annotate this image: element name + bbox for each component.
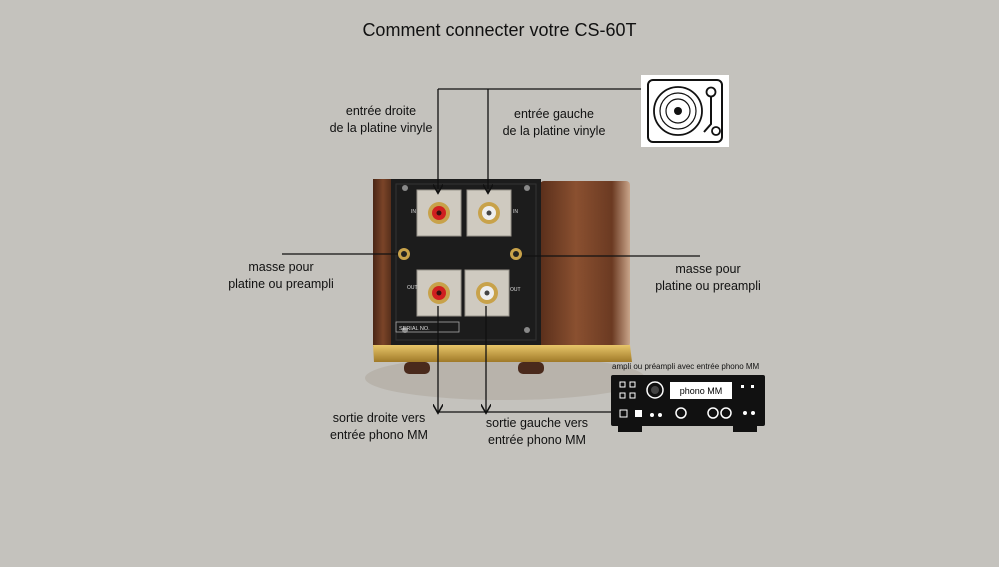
screw: [402, 327, 408, 333]
screw: [524, 327, 530, 333]
device-shadow: [365, 356, 645, 400]
label-input-left: entrée gauche de la platine vinyle: [502, 107, 606, 138]
wood-side-left: [373, 179, 393, 347]
wood-side-right: [540, 181, 630, 347]
amplifier-icon: [611, 375, 765, 432]
foot-right: [518, 362, 544, 374]
rca-output-left: [464, 269, 510, 317]
diagram-title: Comment connecter votre CS-60T: [362, 20, 637, 40]
rear-panel-border: [395, 183, 537, 341]
label-input-right: entrée droite de la platine vinyle: [329, 104, 433, 135]
jack-label-in-left: IN: [513, 209, 518, 215]
foot-left: [404, 362, 430, 374]
rca-input-left: [466, 189, 512, 237]
label-output-right: sortie droite vers entrée phono MM: [330, 411, 428, 442]
rca-output-right: [416, 269, 462, 317]
ground-post-left: [398, 248, 410, 260]
ground-post-right: [510, 248, 522, 260]
label-ground-left: masse pour platine ou preampli: [228, 260, 334, 291]
label-output-left: sortie gauche vers entrée phono MM: [485, 416, 589, 447]
screw: [524, 185, 530, 191]
gold-base: [373, 345, 632, 362]
rca-input-right: [416, 189, 462, 237]
cs60t-device: IN IN OUT OUT SERIAL NO.: [373, 179, 632, 374]
rear-panel: [391, 179, 541, 345]
serial-plate: [395, 321, 460, 333]
jack-label-out-right: OUT: [407, 285, 418, 291]
jack-label-out-left: OUT: [510, 287, 521, 293]
amp-display-label: phono MM: [679, 385, 723, 396]
serial-label: SERIAL NO.: [399, 326, 430, 332]
screw: [402, 185, 408, 191]
jack-label-in-right: IN: [411, 209, 416, 215]
turntable-icon: [641, 75, 729, 147]
label-ground-right: masse pour platine ou preampli: [655, 262, 761, 293]
amp-caption: ampli ou préampli avec entrée phono MM: [612, 362, 760, 371]
